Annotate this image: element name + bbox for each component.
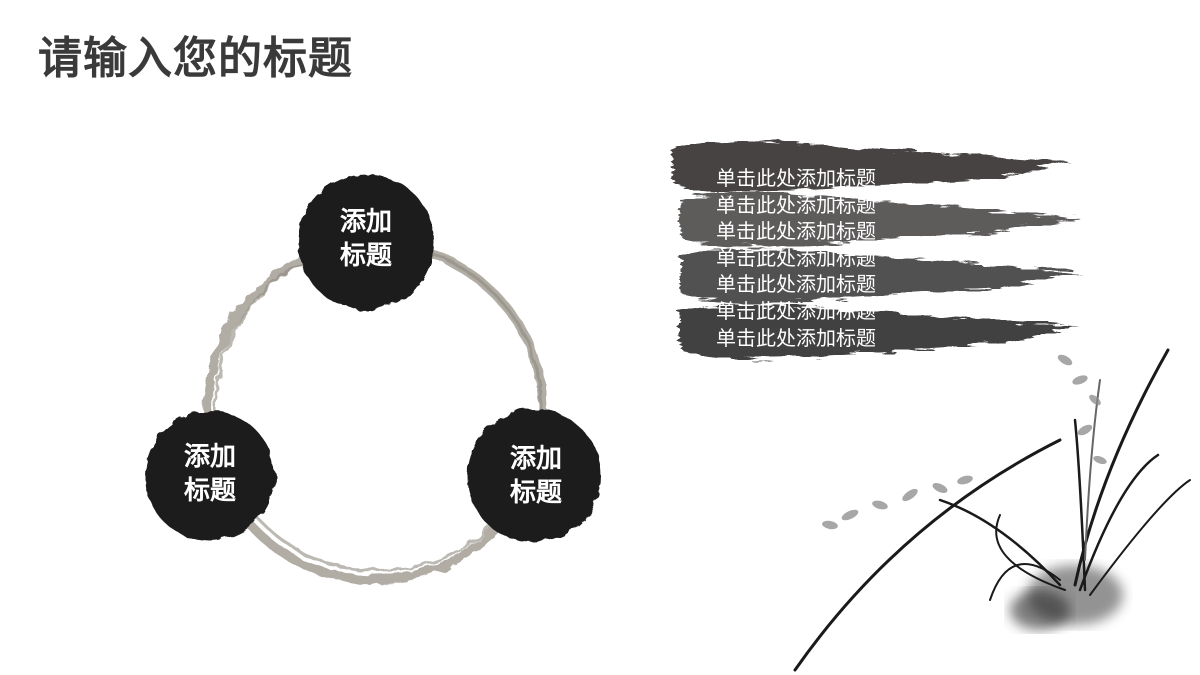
cycle-node-left[interactable]: 添加 标题 bbox=[150, 440, 270, 508]
cycle-node-right-line2: 标题 bbox=[509, 478, 562, 508]
cycle-node-top-blot bbox=[298, 174, 434, 310]
brush-title-item[interactable]: 单击此处添加标题 bbox=[716, 298, 876, 323]
brush-title-item[interactable]: 单击此处添加标题 bbox=[716, 272, 876, 297]
cycle-node-right[interactable]: 添加 标题 bbox=[476, 442, 596, 510]
brush-title-item[interactable]: 单击此处添加标题 bbox=[716, 219, 876, 244]
cycle-node-left-line2: 标题 bbox=[183, 476, 236, 506]
cycle-node-top-line2: 标题 bbox=[339, 241, 392, 271]
cycle-node-top[interactable]: 添加 标题 bbox=[306, 205, 426, 273]
cycle-node-left-line1: 添加 bbox=[183, 442, 236, 472]
brush-title-item[interactable]: 单击此处添加标题 bbox=[716, 166, 876, 190]
brush-title-item[interactable]: 单击此处添加标题 bbox=[716, 245, 876, 270]
orchid-painting bbox=[793, 348, 1191, 672]
cycle-node-right-line1: 添加 bbox=[509, 444, 562, 474]
brush-title-list: 单击此处添加标题 单击此处添加标题 单击此处添加标题 单击此处添加标题 单击此处… bbox=[716, 165, 876, 351]
page-title[interactable]: 请输入您的标题 bbox=[38, 33, 353, 84]
brush-title-item[interactable]: 单击此处添加标题 bbox=[716, 325, 876, 350]
cycle-node-right-blot bbox=[467, 409, 601, 543]
brush-strokes bbox=[672, 141, 1080, 359]
brush-title-item[interactable]: 单击此处添加标题 bbox=[716, 192, 876, 217]
cycle-node-top-line1: 添加 bbox=[339, 207, 392, 237]
cycle-node-left-blot bbox=[145, 411, 275, 541]
